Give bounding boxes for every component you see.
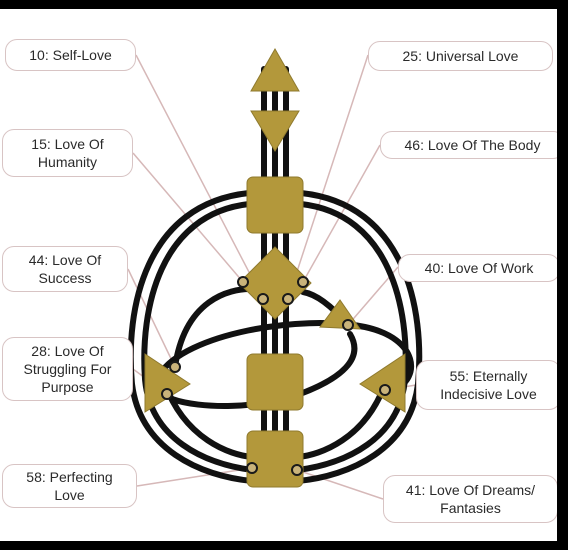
label-gate-58: 58: Perfecting Love	[2, 464, 137, 508]
leader-line-58	[136, 467, 253, 487]
gate-dot-58	[246, 462, 258, 474]
leader-line-44	[127, 268, 176, 368]
gate-dot-44	[169, 361, 181, 373]
gate-dot-15	[237, 276, 249, 288]
leader-line-25	[287, 54, 369, 300]
label-gate-10: 10: Self-Love	[5, 39, 136, 71]
solar-plexus-center	[359, 353, 406, 413]
gate-dot-28	[161, 388, 173, 400]
channel	[295, 190, 423, 484]
gate-dot-25	[282, 293, 294, 305]
gate-dot-40	[342, 319, 354, 331]
label-gate-44: 44: Love Of Success	[2, 246, 128, 292]
channel	[141, 201, 255, 473]
label-gate-41: 41: Love Of Dreams/ Fantasies	[383, 475, 557, 523]
label-gate-46: 46: Love Of The Body	[380, 131, 557, 159]
bodygraph-diagram: 10: Self-Love 25: Universal Love 15: Lov…	[0, 9, 557, 541]
head-center	[250, 47, 300, 92]
leader-line-10	[135, 54, 264, 300]
channel	[295, 201, 409, 473]
channel	[295, 381, 388, 460]
gate-dot-55	[379, 384, 391, 396]
root-center	[246, 430, 304, 488]
bodygraph-svg	[127, 47, 423, 500]
gate-dot-10	[257, 293, 269, 305]
gate-dot-41	[291, 464, 303, 476]
label-gate-55: 55: Eternally Indecisive Love	[416, 360, 557, 410]
channel	[162, 381, 255, 460]
throat-center	[246, 176, 304, 234]
label-gate-28: 28: Love Of Struggling For Purpose	[2, 337, 133, 401]
leader-line-41	[296, 469, 384, 500]
label-gate-40: 40: Love Of Work	[398, 254, 557, 282]
channel	[172, 286, 253, 370]
sacral-center	[246, 353, 304, 411]
channel	[127, 190, 255, 484]
label-gate-25: 25: Universal Love	[368, 41, 553, 71]
ajna-center	[250, 110, 300, 152]
gate-dot-46	[297, 276, 309, 288]
label-gate-15: 15: Love Of Humanity	[2, 129, 133, 177]
